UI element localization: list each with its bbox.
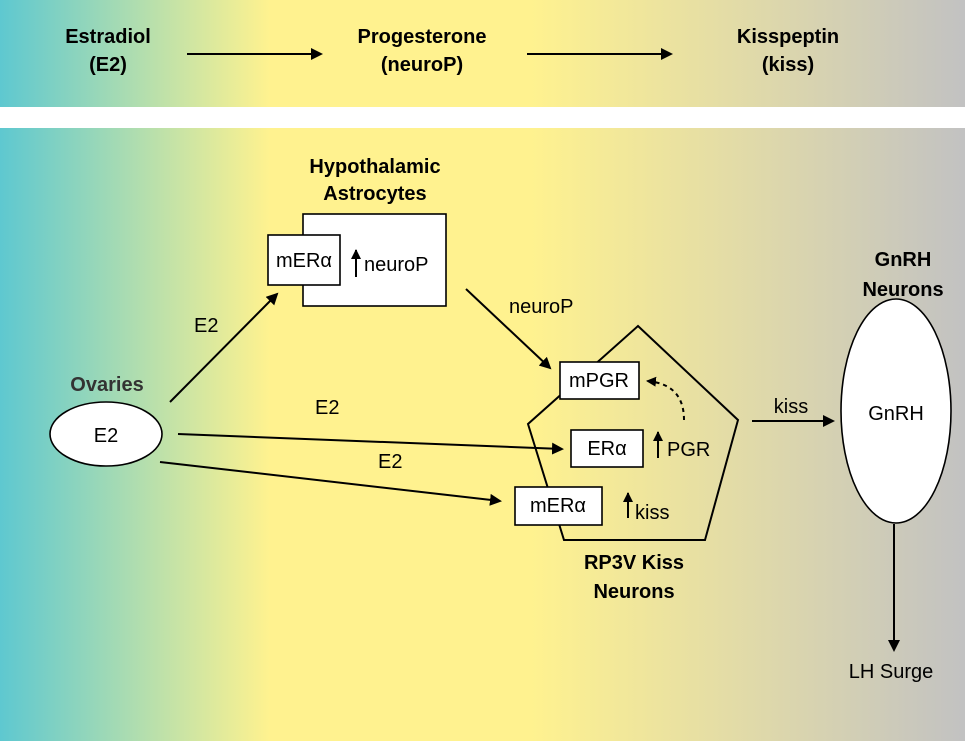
pgr-label: PGR	[667, 439, 710, 461]
gnrh-inner-label: GnRH	[868, 403, 924, 425]
label-e2-mera: E2	[378, 451, 402, 473]
label-e2-era: E2	[315, 397, 339, 419]
ovaries-e2-label: E2	[94, 425, 118, 447]
label-e2-astrocytes: E2	[194, 315, 218, 337]
astrocytes-title-line2: Astrocytes	[323, 183, 426, 205]
banner-kisspeptin-abbr: (kiss)	[762, 54, 814, 76]
era-label: ERα	[587, 438, 626, 460]
banner-progesterone-abbr: (neuroP)	[381, 54, 463, 76]
astrocyte-mera-label: mERα	[276, 250, 332, 272]
banner-progesterone-name: Progesterone	[358, 26, 487, 48]
arrow-e2-to-astrocytes	[169, 292, 279, 403]
banner-estradiol-abbr: (E2)	[89, 54, 127, 76]
gnrh-title-line1: GnRH	[875, 249, 932, 271]
gnrh-title-line2: Neurons	[862, 279, 943, 301]
kiss-product-label: kiss	[635, 502, 669, 524]
astrocytes-title-line1: Hypothalamic	[309, 156, 440, 178]
kiss-neuron-cell	[526, 324, 740, 541]
lh-surge-label: LH Surge	[849, 661, 934, 683]
label-kiss: kiss	[774, 396, 808, 418]
label-neurop: neuroP	[509, 296, 574, 318]
kiss-neurons-title-line1: RP3V Kiss	[584, 552, 684, 574]
top-banner	[0, 0, 965, 107]
era-box	[570, 429, 644, 468]
mera-label: mERα	[530, 495, 586, 517]
ovaries-ellipse	[49, 401, 163, 467]
astrocyte-mera-box	[267, 234, 341, 286]
mpgr-box	[559, 361, 640, 400]
banner-estradiol: Estradiol (E2)	[65, 26, 151, 76]
mpgr-label: mPGR	[569, 370, 629, 392]
arrow-neurop	[465, 288, 552, 370]
kiss-neurons-title-line2: Neurons	[593, 581, 674, 603]
banner-estradiol-name: Estradiol	[65, 26, 151, 48]
astrocyte-neurop-label: neuroP	[364, 254, 429, 276]
arrow-e2-to-era	[177, 433, 564, 455]
banner-kisspeptin: Kisspeptin (kiss)	[737, 26, 839, 76]
mera-box	[514, 486, 603, 526]
banner-kisspeptin-name: Kisspeptin	[737, 26, 839, 48]
arrow-e2-to-mera	[159, 461, 502, 506]
gnrh-neuron-ellipse	[840, 298, 952, 524]
ovaries-title: Ovaries	[70, 374, 143, 396]
banner-progesterone: Progesterone (neuroP)	[358, 26, 487, 76]
